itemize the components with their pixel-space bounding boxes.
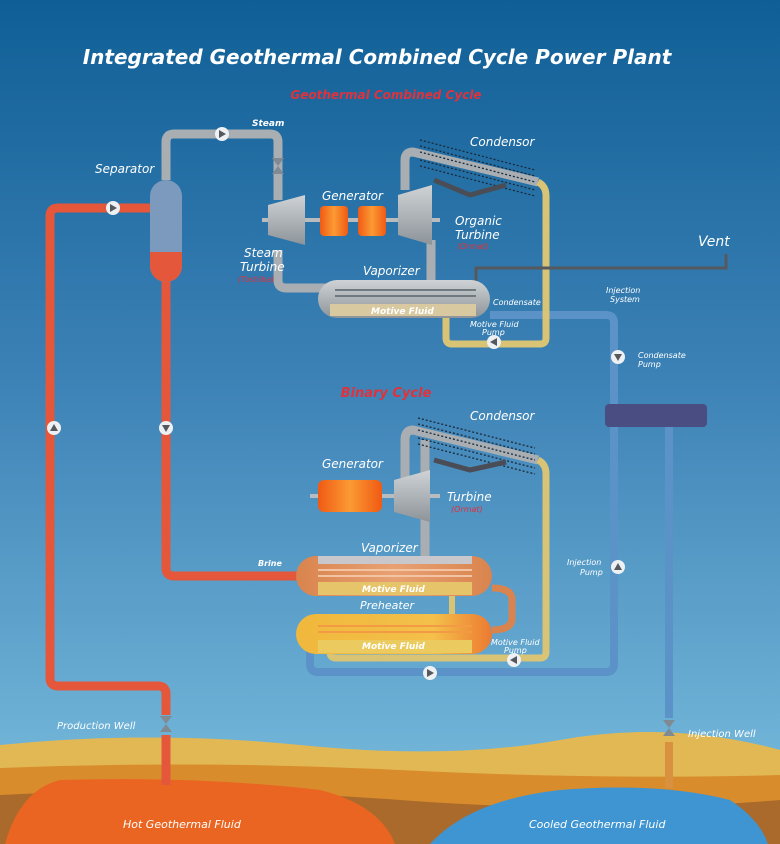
motive-fluid-pipes xyxy=(326,178,550,662)
brine-pipes xyxy=(45,203,300,715)
brine-flow-indicator[interactable] xyxy=(106,201,120,215)
binary-condensor-label: Condensor xyxy=(470,409,536,423)
brine-down-indicator[interactable] xyxy=(159,421,173,435)
combined-cycle-heading: Geothermal Combined Cycle xyxy=(290,88,481,102)
injection-pipes xyxy=(306,311,673,718)
steam-flow-indicator[interactable] xyxy=(215,127,229,141)
condenser-bottom xyxy=(417,417,536,475)
brine-up-indicator[interactable] xyxy=(47,421,61,435)
injection-flow-indicator[interactable] xyxy=(423,666,437,680)
hot-fluid-label: Hot Geothermal Fluid xyxy=(123,818,242,831)
motive-fluid-pump-binary[interactable] xyxy=(507,653,521,667)
organic-turbine xyxy=(398,185,432,245)
steam-valve-icon xyxy=(272,158,284,174)
injection-pump-label-1: Injection xyxy=(567,558,601,567)
injection-well-label: Injection Well xyxy=(688,729,756,740)
preheater-connector-pipe xyxy=(491,584,516,634)
motive-fluid-top-label: Motive Fluid xyxy=(371,307,434,317)
injection-pump-label-2: Pump xyxy=(580,568,603,577)
condensate-pump-label-1: Condensate xyxy=(638,351,686,360)
binary-generator-label: Generator xyxy=(322,457,384,471)
organic-turbine-maker: (Ormat) xyxy=(457,242,489,251)
production-well-label: Production Well xyxy=(57,721,136,732)
vent-label: Vent xyxy=(698,234,730,250)
condenser-fan-icon-2 xyxy=(433,457,507,473)
binary-cycle-heading: Binary Cycle xyxy=(341,386,432,401)
binary-motive-fluid-vaporizer-label: Motive Fluid xyxy=(362,585,425,595)
production-well-valve-icon xyxy=(160,716,172,732)
binary-motive-pump-label-1: Motive Fluid xyxy=(491,638,540,647)
generator-part-a xyxy=(320,206,348,236)
injection-system-label-2: System xyxy=(610,295,640,304)
condensate-pump[interactable] xyxy=(611,350,625,364)
injection-well-valve-icon xyxy=(663,720,675,736)
injection-pump[interactable] xyxy=(611,560,625,574)
cooled-fluid-reservoir xyxy=(430,787,768,844)
binary-motive-fluid-preheater-label: Motive Fluid xyxy=(362,642,425,652)
injection-tank xyxy=(605,404,707,427)
binary-turbine-label: Turbine xyxy=(447,490,492,504)
motive-pump-top-label-2: Pump xyxy=(482,328,505,337)
diagram-title: Integrated Geothermal Combined Cycle Pow… xyxy=(83,45,673,69)
steam-label: Steam xyxy=(252,119,284,129)
motive-fluid-pump-top[interactable] xyxy=(487,335,501,349)
steam-turbine-maker: (Toshiba) xyxy=(238,275,274,284)
condensate-pump-label-2: Pump xyxy=(638,360,661,369)
hot-fluid-reservoir xyxy=(5,779,395,844)
binary-motive-pump-label-2: Pump xyxy=(504,646,527,655)
steam-turbine-label-1: Steam xyxy=(244,246,283,260)
condenser-fan-icon xyxy=(433,177,507,198)
binary-generator xyxy=(318,480,382,512)
condensate-label: Condensate xyxy=(493,298,541,307)
separator-label: Separator xyxy=(95,162,155,176)
vaporizer-top-label: Vaporizer xyxy=(363,264,421,278)
binary-turbine xyxy=(394,470,430,522)
injection-system-label-1: Injection xyxy=(606,286,640,295)
organic-turbine-label-1: Organic xyxy=(455,214,502,228)
condenser-top xyxy=(419,139,536,198)
pumps xyxy=(47,127,625,680)
vent-line xyxy=(474,254,728,288)
binary-vaporizer-label: Vaporizer xyxy=(361,541,419,555)
generator-label: Generator xyxy=(322,189,384,203)
brine-label: Brine xyxy=(258,559,282,568)
generator-part-b xyxy=(358,206,386,236)
vaporizer-top-motive-fluid xyxy=(330,304,476,316)
preheater-label: Preheater xyxy=(360,599,415,612)
motive-pump-top-label-1: Motive Fluid xyxy=(470,320,519,329)
steam-turbine xyxy=(268,195,305,245)
binary-turbine-maker: (Ormat) xyxy=(451,505,483,514)
condensor-label: Condensor xyxy=(470,135,536,149)
organic-turbine-label-2: Turbine xyxy=(455,228,500,242)
separator-brine-level xyxy=(150,252,182,282)
cooled-fluid-label: Cooled Geothermal Fluid xyxy=(529,818,666,831)
steam-turbine-label-2: Turbine xyxy=(240,260,285,274)
